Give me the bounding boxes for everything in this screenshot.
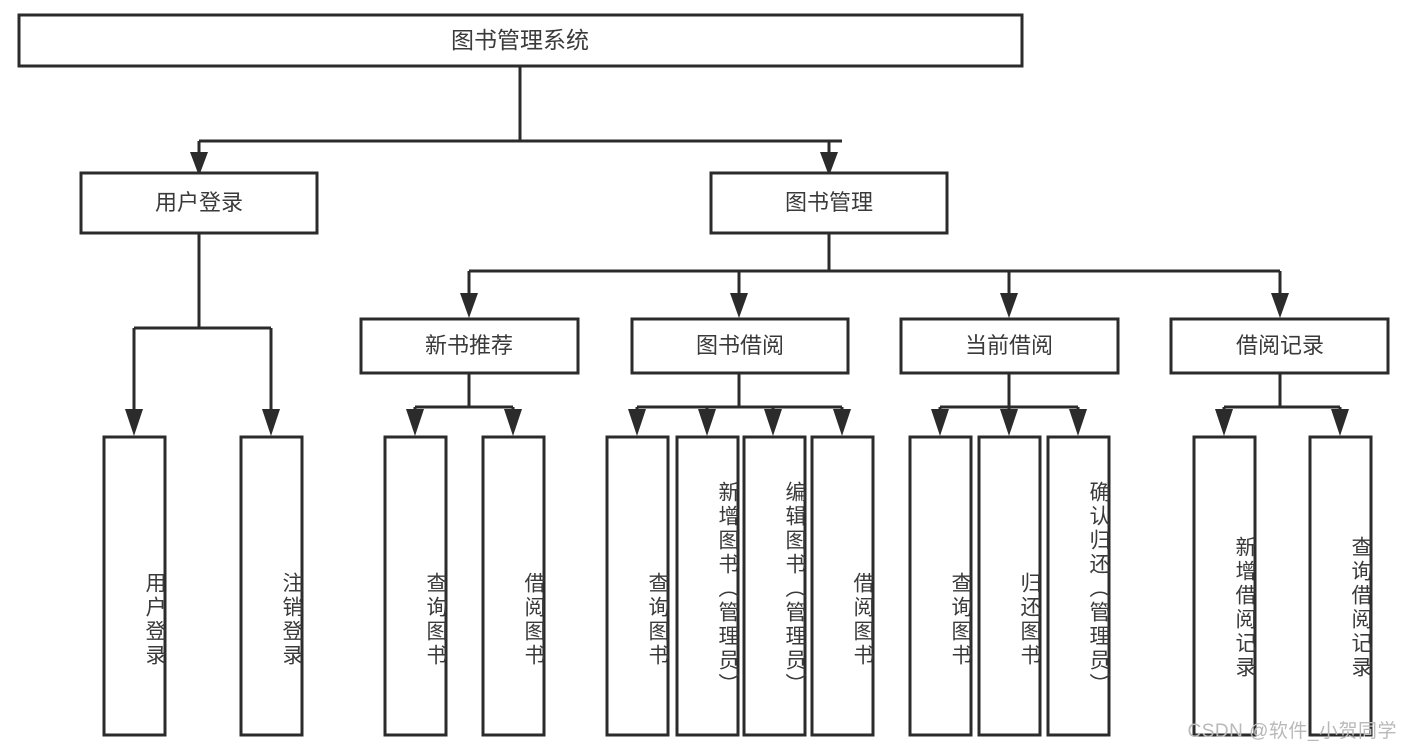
leaf-query-book-1[interactable] bbox=[383, 435, 448, 737]
arrowhead-leaf-logout bbox=[262, 409, 280, 436]
leaf-borrow-book-2[interactable] bbox=[810, 435, 875, 737]
leaf-query-borrow-record[interactable] bbox=[1308, 435, 1373, 737]
arrowhead-newbook bbox=[460, 293, 478, 318]
leaf-return-book[interactable] bbox=[977, 435, 1042, 737]
arrowhead-newbook-leaf1 bbox=[406, 409, 424, 436]
leaf-query-book-3[interactable] bbox=[908, 435, 973, 737]
arrowhead-records-leaf2 bbox=[1331, 409, 1349, 436]
leaf-add-book-admin[interactable] bbox=[675, 435, 740, 737]
leaf-user-login[interactable] bbox=[102, 435, 167, 737]
leaf-query-book-2[interactable] bbox=[605, 435, 670, 737]
arrowhead-current-leaf3 bbox=[1069, 409, 1087, 436]
node-book-management[interactable] bbox=[709, 171, 949, 235]
node-current-borrow[interactable] bbox=[899, 317, 1120, 375]
arrowhead-current-leaf2 bbox=[1000, 409, 1018, 436]
node-root-book-management-system[interactable] bbox=[17, 13, 1024, 68]
arrowhead-records bbox=[1271, 293, 1289, 318]
node-user-login[interactable] bbox=[79, 171, 319, 235]
arrowhead-current-leaf1 bbox=[931, 409, 949, 436]
arrowhead-borrow-leaf1 bbox=[628, 409, 646, 436]
leaf-add-borrow-record[interactable] bbox=[1192, 435, 1257, 737]
node-new-book-recommend[interactable] bbox=[359, 317, 580, 375]
leaf-edit-book-admin[interactable] bbox=[742, 435, 807, 737]
arrowhead-leaf-user-login bbox=[125, 409, 143, 436]
node-current-borrow-label: 当前借阅 bbox=[965, 333, 1053, 358]
arrowhead-book-mgmt bbox=[820, 152, 838, 176]
arrowhead-newbook-leaf2 bbox=[504, 409, 522, 436]
watermark-text: CSDN @软件_小贺同学 bbox=[1187, 721, 1397, 742]
node-book-borrow[interactable] bbox=[630, 317, 850, 375]
arrowhead-borrow-leaf4 bbox=[833, 409, 851, 436]
leaf-logout[interactable] bbox=[239, 435, 304, 737]
arrowhead-current bbox=[1000, 293, 1018, 318]
node-root-label: 图书管理系统 bbox=[451, 27, 589, 53]
node-new-book-recommend-label: 新书推荐 bbox=[425, 333, 513, 358]
leaf-confirm-return-admin[interactable] bbox=[1046, 435, 1111, 737]
node-book-borrow-label: 图书借阅 bbox=[696, 333, 784, 358]
arrowhead-records-leaf1 bbox=[1215, 409, 1233, 436]
nodes-group: 图书管理系统 用户登录 图书管理 新书推荐 图书借阅 当前借阅 借阅记录 bbox=[17, 13, 1390, 737]
node-book-management-label: 图书管理 bbox=[785, 190, 873, 215]
arrowhead-user-login bbox=[190, 152, 208, 176]
arrowhead-borrow-leaf3 bbox=[764, 409, 782, 436]
arrowhead-borrow-leaf2 bbox=[698, 409, 716, 436]
leaf-borrow-book-1[interactable] bbox=[481, 435, 546, 737]
node-user-login-label: 用户登录 bbox=[155, 190, 243, 215]
arrowhead-borrow bbox=[730, 293, 748, 318]
node-borrow-records-label: 借阅记录 bbox=[1236, 333, 1324, 358]
connectors-group bbox=[125, 66, 1349, 436]
node-borrow-records[interactable] bbox=[1169, 317, 1390, 375]
